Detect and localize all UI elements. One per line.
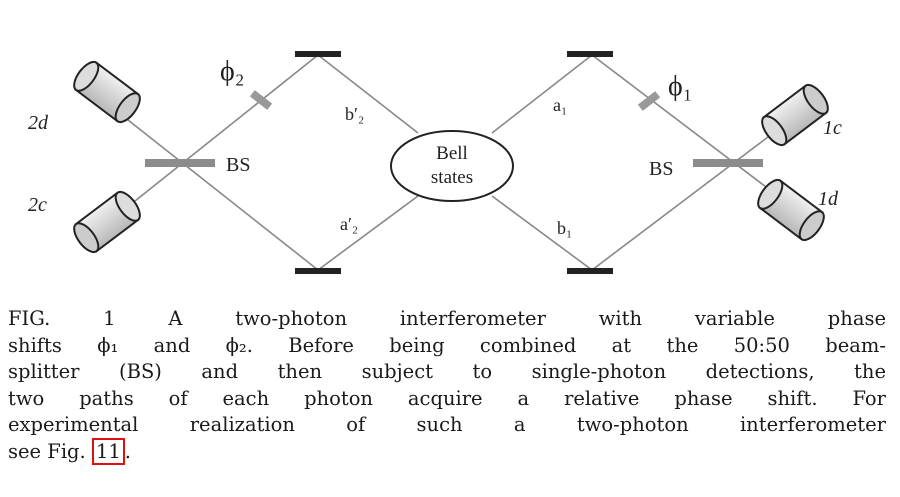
beam-splitter-right bbox=[693, 159, 763, 167]
detector-1c-label: 1c bbox=[823, 117, 842, 139]
detector-2c bbox=[73, 190, 141, 254]
caption-line: splitter (BS) and then subject to single… bbox=[8, 360, 886, 383]
mirror-bottom-left bbox=[295, 268, 341, 274]
caption-line: experimental realization of such a two-p… bbox=[8, 413, 886, 436]
bell-label-1: Bell bbox=[436, 143, 468, 164]
caption-line: shifts ϕ₁ and ϕ₂. Before being combined … bbox=[8, 333, 886, 357]
b2-prime-label: b′₂ bbox=[345, 104, 364, 124]
caption-text: see Fig. bbox=[8, 439, 92, 463]
mirror-top-left bbox=[295, 51, 341, 57]
phi2-label: ϕ₂ bbox=[220, 56, 245, 87]
caption-text: . bbox=[124, 439, 131, 463]
caption-line-last: see Fig. 11. bbox=[8, 437, 886, 466]
detector-2d-label: 2d bbox=[28, 112, 49, 134]
bell-states-source bbox=[390, 130, 514, 202]
detector-1d-label: 1d bbox=[818, 188, 839, 210]
figure-caption: FIG. 1 A two-photon interferometer with … bbox=[8, 306, 886, 465]
bell-label-2: states bbox=[431, 167, 473, 188]
beam-paths bbox=[127, 54, 773, 271]
mirror-top-right bbox=[567, 51, 613, 57]
caption-line: FIG. 1 A two-photon interferometer with … bbox=[8, 307, 886, 330]
detector-2c-label: 2c bbox=[28, 194, 47, 216]
figure-reference-link[interactable]: 11 bbox=[91, 437, 125, 465]
bs-left-label: BS bbox=[226, 154, 250, 176]
b1-label: b₁ bbox=[557, 218, 572, 238]
caption-line: two paths of each photon acquire a relat… bbox=[8, 386, 886, 410]
beam-splitter-left bbox=[145, 159, 215, 167]
detector-2d bbox=[73, 60, 141, 124]
phase-shifter-2 bbox=[249, 90, 273, 110]
detector-1d bbox=[757, 178, 825, 242]
mirror-bottom-right bbox=[567, 268, 613, 274]
bs-right-label: BS bbox=[649, 158, 673, 180]
a1-label: a₁ bbox=[553, 95, 567, 115]
a2-prime-label: a′₂ bbox=[340, 214, 358, 234]
phase-shifter-1 bbox=[637, 91, 661, 111]
phi1-label: ϕ₁ bbox=[668, 71, 693, 102]
interferometer-diagram: Bell states ϕ₂ ϕ₁ BS BS b′₂ a′₂ a₁ b₁ 2d… bbox=[28, 51, 842, 274]
detector-1c bbox=[761, 83, 829, 147]
